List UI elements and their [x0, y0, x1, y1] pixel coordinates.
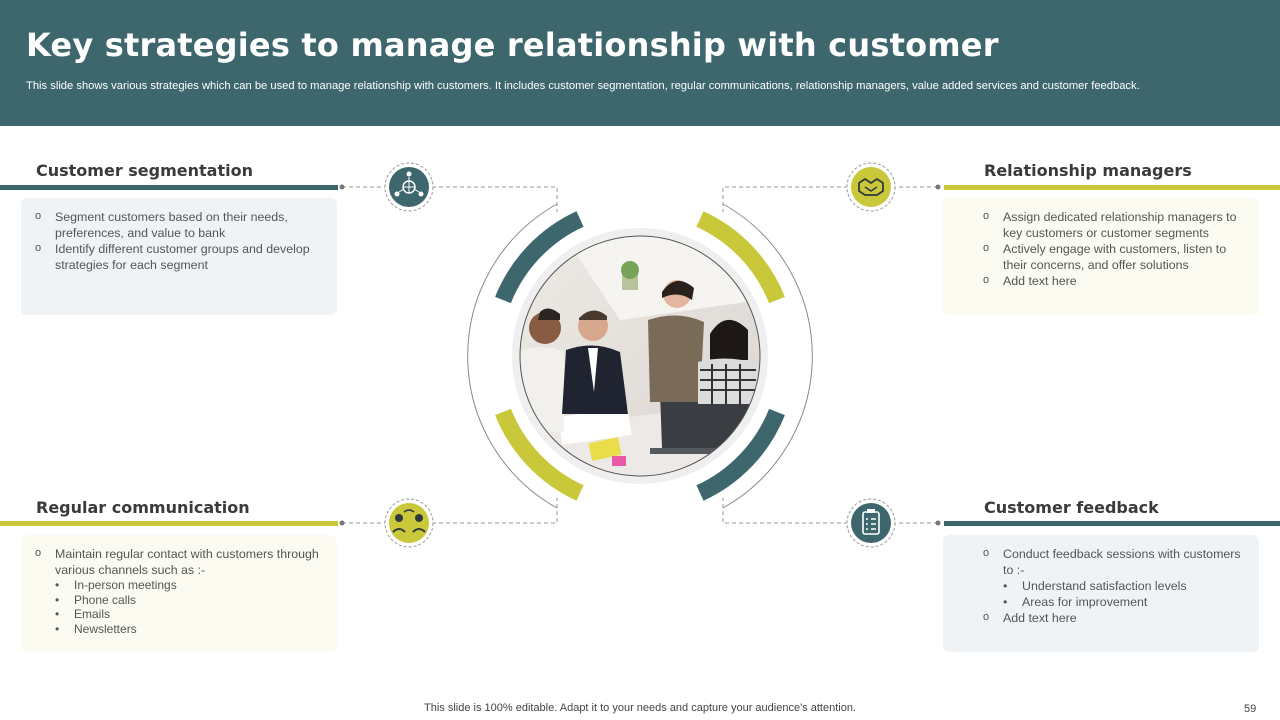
managers-card: Assign dedicated relationship managers t… [943, 198, 1259, 315]
feedback-title: Customer feedback [984, 498, 1159, 517]
communication-title: Regular communication [36, 498, 250, 517]
feedback-sub-bullets: Understand satisfaction levels Areas for… [1003, 578, 1243, 610]
managers-title: Relationship managers [984, 161, 1192, 180]
segmentation-accent-bar [0, 185, 338, 190]
page-number: 59 [1244, 703, 1257, 715]
communication-sub-2: Phone calls [55, 593, 321, 608]
managers-bullets: Assign dedicated relationship managers t… [983, 208, 1243, 289]
segmentation-card: Segment customers based on their needs, … [21, 198, 337, 315]
managers-bullet-3: Add text here [983, 272, 1243, 289]
communication-sub-4: Newsletters [55, 622, 321, 637]
managers-accent-bar [944, 185, 1280, 190]
clipboard-checklist-icon [846, 498, 896, 548]
segmentation-title: Customer segmentation [36, 161, 253, 180]
network-globe-icon [384, 162, 434, 212]
communication-bullet-1: Maintain regular contact with customers … [35, 545, 321, 636]
feedback-card: Conduct feedback sessions with customers… [943, 535, 1259, 652]
managers-bullet-1: Assign dedicated relationship managers t… [983, 208, 1243, 241]
outer-thin-arcs [467, 203, 813, 509]
communication-bullets: Maintain regular contact with customers … [35, 545, 321, 636]
communication-sub-3: Emails [55, 607, 321, 622]
handshake-icon [846, 162, 896, 212]
feedback-bullet-1: Conduct feedback sessions with customers… [983, 545, 1243, 610]
managers-bullet-2: Actively engage with customers, listen t… [983, 240, 1243, 273]
communication-sub-bullets: In-person meetings Phone calls Emails Ne… [55, 578, 321, 636]
communication-accent-bar [0, 521, 338, 526]
connector-lines [342, 186, 938, 524]
conversation-icon [384, 498, 434, 548]
slide-subtitle: This slide shows various strategies whic… [26, 80, 1140, 92]
segmentation-bullet-2: Identify different customer groups and d… [35, 240, 321, 273]
feedback-bullets: Conduct feedback sessions with customers… [983, 545, 1243, 626]
feedback-bullet-1-text: Conduct feedback sessions with customers… [1003, 547, 1241, 577]
communication-bullet-1-text: Maintain regular contact with customers … [55, 547, 319, 577]
slide-title: Key strategies to manage relationship wi… [26, 26, 999, 64]
header-banner: Key strategies to manage relationship wi… [0, 0, 1280, 126]
feedback-accent-bar [944, 521, 1280, 526]
segmentation-bullets: Segment customers based on their needs, … [35, 208, 321, 273]
feedback-bullet-2: Add text here [983, 609, 1243, 626]
communication-card: Maintain regular contact with customers … [21, 535, 337, 652]
arc-segments [495, 211, 785, 501]
feedback-sub-2: Areas for improvement [1003, 594, 1243, 610]
feedback-sub-1: Understand satisfaction levels [1003, 578, 1243, 594]
communication-sub-1: In-person meetings [55, 578, 321, 593]
segmentation-bullet-1: Segment customers based on their needs, … [35, 208, 321, 241]
footer-note: This slide is 100% editable. Adapt it to… [424, 702, 856, 714]
connector-dots [339, 184, 941, 526]
